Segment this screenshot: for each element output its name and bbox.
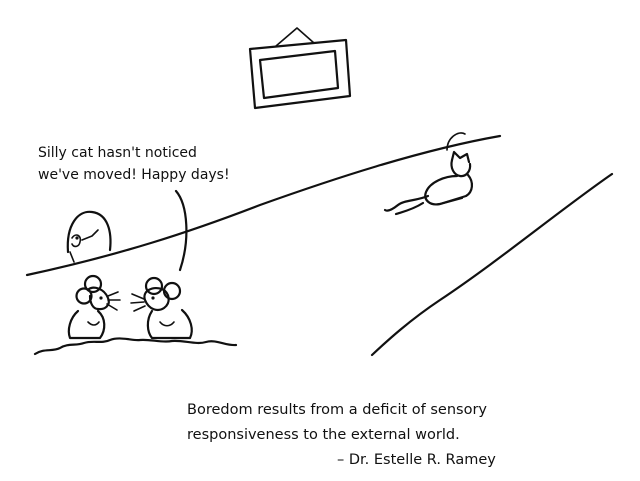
- mouse-right: [130, 276, 193, 340]
- mouse-left: [67, 274, 121, 340]
- speech-bubble-text: Silly cat hasn't noticed we've moved! Ha…: [38, 142, 238, 186]
- quote-caption: Boredom results from a deficit of sensor…: [187, 398, 547, 473]
- picture-frame: [248, 27, 352, 110]
- cat: [383, 150, 473, 216]
- speech-line: Silly cat hasn't noticed: [38, 145, 197, 161]
- wall-floor-line: [25, 134, 502, 277]
- ground-scribble: [33, 337, 238, 356]
- quote-line: responsiveness to the external world.: [187, 427, 460, 443]
- new-mouse-hole: [446, 132, 466, 151]
- speech-tail: [174, 189, 188, 272]
- quote-line: Boredom results from a deficit of sensor…: [187, 402, 487, 418]
- speech-line: we've moved! Happy days!: [38, 167, 230, 183]
- quote-attribution: – Dr. Estelle R. Ramey: [337, 452, 496, 468]
- floor-edge-line: [370, 172, 614, 357]
- old-mouse-hole: [66, 210, 112, 263]
